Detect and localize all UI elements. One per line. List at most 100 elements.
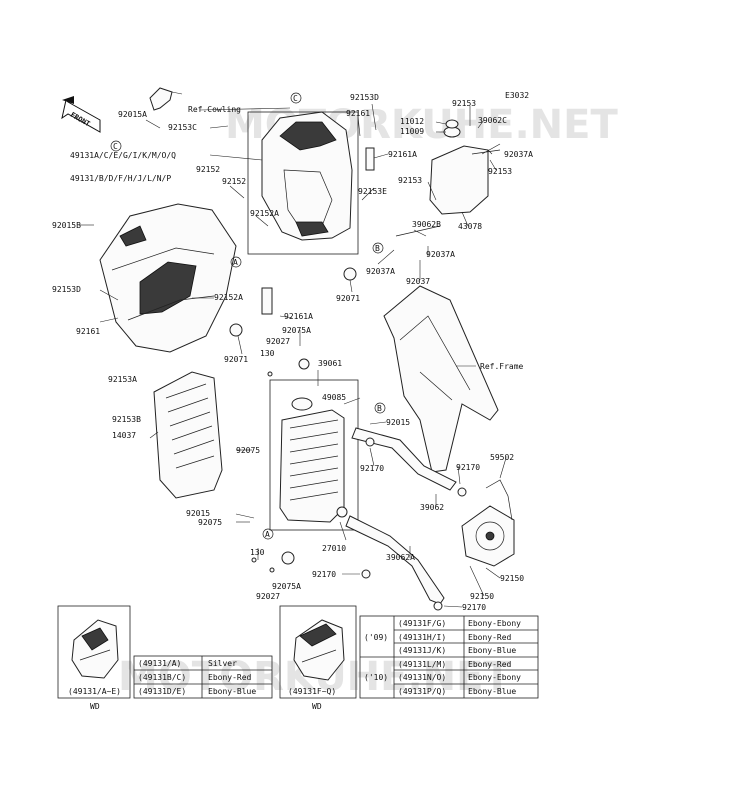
hardware-small-parts bbox=[229, 147, 467, 611]
inset-right-row4-part: (49131L/M) bbox=[398, 660, 446, 669]
leader-lines bbox=[80, 103, 507, 608]
inset-left-note: WD bbox=[90, 702, 100, 711]
upper-shroud-inner bbox=[261, 111, 353, 241]
inset-left-row2-part: (49131B/C) bbox=[138, 673, 186, 682]
label-92152-a: 92152 bbox=[196, 165, 220, 174]
label-92150-a: 92150 bbox=[500, 574, 524, 583]
radiator-shroud-left bbox=[99, 203, 237, 353]
label-ref-cowling: Ref.Cowling bbox=[188, 105, 241, 114]
label-92153E: 92153E bbox=[358, 187, 387, 196]
label-92075A-b: 92075A bbox=[272, 582, 301, 591]
inset-left-row2-color: Ebony-Red bbox=[208, 673, 252, 682]
inset-right-note: WD bbox=[312, 702, 322, 711]
radiator-screen bbox=[153, 371, 223, 499]
svg-text:A: A bbox=[265, 530, 270, 539]
label-39062A: 39062A bbox=[386, 553, 415, 562]
label-92161-b: 92161 bbox=[76, 327, 100, 336]
inset-right-table: ('09) ('10) (49131F/G) Ebony-Ebony (4913… bbox=[359, 615, 539, 699]
label-92153-c: 92153 bbox=[488, 167, 512, 176]
inset-right-year-10: ('10) bbox=[364, 673, 388, 682]
reserve-tank bbox=[429, 119, 501, 215]
label-92015-b: 92015 bbox=[186, 509, 210, 518]
label-92153-a: 92153 bbox=[452, 99, 476, 108]
hose-39062 bbox=[351, 427, 457, 491]
label-92152A-a: 92152A bbox=[250, 209, 279, 218]
inset-left-row1-part: (49131/A) bbox=[138, 659, 181, 668]
callout-A-upper: A bbox=[230, 256, 242, 268]
label-27010: 27010 bbox=[322, 544, 346, 553]
radiator-assembly bbox=[269, 379, 359, 531]
label-92037A-b: 92037A bbox=[426, 250, 455, 259]
label-39062: 39062 bbox=[420, 503, 444, 512]
label-ref-frame: Ref.Frame bbox=[480, 362, 524, 371]
inset-left-row1-color: Silver bbox=[208, 659, 237, 668]
label-92037A-a: 92037A bbox=[366, 267, 395, 276]
label-92075-b: 92075 bbox=[198, 518, 222, 527]
inset-left bbox=[57, 605, 131, 699]
label-92153D-a: 92153D bbox=[350, 93, 379, 102]
label-92152-b: 92152 bbox=[222, 177, 246, 186]
label-92037: 92037 bbox=[406, 277, 430, 286]
inset-right-row5-color: Ebony-Ebony bbox=[468, 673, 521, 682]
upper-shroud-frame bbox=[247, 111, 359, 255]
label-92153-b: 92153 bbox=[398, 176, 422, 185]
callout-C-left: C bbox=[110, 140, 122, 152]
label-39062C: 39062C bbox=[478, 116, 507, 125]
label-92161A-a: 92161A bbox=[388, 150, 417, 159]
label-92015-a: 92015 bbox=[386, 418, 410, 427]
inset-right-row4-color: Ebony-Red bbox=[468, 660, 512, 669]
inset-right-row1-part: (49131F/G) bbox=[398, 619, 446, 628]
inset-right-row3-part: (49131J/K) bbox=[398, 646, 446, 655]
hose-39062A bbox=[345, 515, 445, 605]
callout-C-top: C bbox=[290, 92, 302, 104]
callout-B-lower: B bbox=[374, 402, 386, 414]
label-92037A-c: 92037A bbox=[504, 150, 533, 159]
label-130-a: 130 bbox=[260, 349, 275, 358]
cowling-bracket bbox=[149, 87, 183, 111]
inset-right-caption: (49131F~Q) bbox=[288, 687, 336, 696]
label-92150-b: 92150 bbox=[470, 592, 494, 601]
label-130-b: 130 bbox=[250, 548, 265, 557]
inset-right-row3-color: Ebony-Blue bbox=[468, 646, 516, 655]
label-14037: 14037 bbox=[112, 431, 136, 440]
label-39061: 39061 bbox=[318, 359, 342, 368]
hose-39062B bbox=[395, 225, 441, 237]
label-49131-BDFH: 49131/B/D/F/H/J/L/N/P bbox=[70, 174, 171, 183]
svg-text:B: B bbox=[375, 244, 380, 253]
label-92153B: 92153B bbox=[112, 415, 141, 424]
label-92153C: 92153C bbox=[168, 123, 197, 132]
svg-text:C: C bbox=[293, 94, 298, 103]
frame-section bbox=[383, 285, 499, 473]
label-92170-b: 92170 bbox=[456, 463, 480, 472]
label-92161A-b: 92161A bbox=[284, 312, 313, 321]
label-92075-a: 92075 bbox=[236, 446, 260, 455]
callout-B-upper: B bbox=[372, 242, 384, 254]
inset-right-row5-part: (49131N/O) bbox=[398, 673, 446, 682]
label-11009: 11009 bbox=[400, 127, 424, 136]
label-92170-c: 92170 bbox=[312, 570, 336, 579]
label-43078: 43078 bbox=[458, 222, 482, 231]
cooling-fan bbox=[461, 479, 515, 567]
label-92015A: 92015A bbox=[118, 110, 147, 119]
svg-text:C: C bbox=[113, 142, 118, 151]
inset-right bbox=[279, 605, 357, 699]
label-92027-b: 92027 bbox=[256, 592, 280, 601]
label-92170-d: 92170 bbox=[462, 603, 486, 612]
inset-left-row3-part: (49131D/E) bbox=[138, 687, 186, 696]
label-39062B: 39062B bbox=[412, 220, 441, 229]
diagram-code: E3032 bbox=[505, 91, 529, 100]
label-92153D-b: 92153D bbox=[52, 285, 81, 294]
label-92027-a: 92027 bbox=[266, 337, 290, 346]
inset-right-row2-color: Ebony-Red bbox=[468, 633, 512, 642]
inset-left-table: (49131/A) Silver (49131B/C) Ebony-Red (4… bbox=[133, 655, 273, 699]
label-92153A: 92153A bbox=[108, 375, 137, 384]
label-92161-a: 92161 bbox=[346, 109, 370, 118]
svg-text:A: A bbox=[233, 258, 238, 267]
hose-39062C bbox=[481, 143, 501, 155]
inset-left-row3-color: Ebony-Blue bbox=[208, 687, 256, 696]
label-92170-a: 92170 bbox=[360, 464, 384, 473]
label-92075A-a: 92075A bbox=[282, 326, 311, 335]
inset-left-caption: (49131/A~E) bbox=[68, 687, 121, 696]
